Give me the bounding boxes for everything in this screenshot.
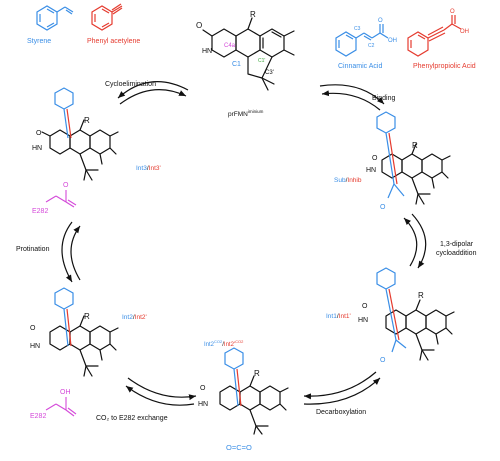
step-co2-exchange: CO₂ to E282 exchange bbox=[96, 415, 168, 422]
int1-o: O bbox=[362, 303, 368, 310]
arrow-co2-exchange bbox=[127, 377, 197, 401]
e282-o-minus: O bbox=[63, 182, 69, 189]
int3-r: R bbox=[84, 116, 90, 125]
int2-co2-r: R bbox=[254, 369, 260, 378]
int2-co2-hn: HN bbox=[198, 401, 208, 408]
phenyl-acetylene-structure bbox=[91, 3, 123, 31]
prfmn-c3p: C3' bbox=[265, 70, 274, 76]
int2-o-minus: O bbox=[30, 325, 36, 332]
int2-structure bbox=[49, 287, 119, 377]
sub-inhib-structure bbox=[376, 111, 451, 205]
sub-hn: HN bbox=[366, 167, 376, 174]
arrow-cycloelimination-reverse bbox=[119, 89, 187, 105]
arrow-binding-reverse bbox=[321, 90, 381, 111]
arrow-decarboxylation bbox=[303, 371, 377, 400]
styrene-structure bbox=[36, 5, 74, 31]
int3-o: O bbox=[36, 130, 42, 137]
e282-label-bottom: E282 bbox=[30, 413, 46, 420]
cinnamic-c2-label: C2 bbox=[368, 43, 375, 49]
sub-r: R bbox=[412, 141, 418, 150]
arrow-protination-reverse bbox=[70, 225, 81, 281]
prfmn-c4a: C4a bbox=[224, 43, 236, 49]
step-protination: Protination bbox=[16, 246, 50, 253]
cinnamic-acid-label: Cinnamic Acid bbox=[338, 63, 382, 70]
e282-acid bbox=[45, 397, 77, 417]
sub-coo-o: O bbox=[380, 204, 386, 211]
int3-label: Int3/Int3' bbox=[136, 165, 161, 172]
cinnamic-o-label: O bbox=[378, 18, 383, 24]
e282-carboxylate bbox=[45, 190, 77, 208]
prfmn-c1p: C1' bbox=[258, 58, 265, 64]
int3-hn: HN bbox=[32, 145, 42, 152]
int1-structure bbox=[376, 267, 455, 361]
arrow-protination bbox=[61, 221, 73, 283]
int1-coo-o: O bbox=[380, 357, 386, 364]
int2-co2-structure bbox=[219, 347, 289, 435]
cinnamic-oh-label: OH bbox=[388, 38, 397, 44]
cycle-arrows bbox=[61, 81, 427, 406]
co2-molecule: O=C=O bbox=[226, 443, 252, 452]
int1-r: R bbox=[418, 291, 424, 300]
prfmn-hn: HN bbox=[202, 48, 212, 55]
int2-label: Int2/Int2' bbox=[122, 314, 147, 321]
e282-label-top: E282 bbox=[32, 208, 48, 215]
phenylpropiolic-o-label: O bbox=[450, 9, 455, 15]
cinnamic-c3-label: C3 bbox=[354, 26, 361, 32]
int1-hn: HN bbox=[358, 317, 368, 324]
arrow-cycloaddition-reverse bbox=[403, 217, 418, 267]
arrow-cycloelimination bbox=[117, 81, 189, 99]
styrene-label: Styrene bbox=[27, 38, 51, 45]
int2-co2-label: Int2CO2/Int2'CO2 bbox=[204, 339, 244, 348]
int2-hn: HN bbox=[30, 343, 40, 350]
cinnamic-acid-structure bbox=[335, 24, 389, 57]
step-dipolar-line1: 1,3-dipolar bbox=[440, 241, 474, 248]
sub-o-minus: O bbox=[372, 155, 378, 162]
int2-r: R bbox=[84, 312, 90, 321]
step-binding: Binding bbox=[372, 95, 395, 102]
arrow-co2-exchange-reverse bbox=[125, 385, 195, 406]
phenylpropiolic-acid-label: Phenylpropiolic Acid bbox=[413, 63, 476, 70]
arrow-binding bbox=[319, 84, 385, 105]
prfmn-label: prFMNiminium bbox=[228, 109, 264, 118]
step-dipolar-line2: cycloaddition bbox=[436, 250, 477, 257]
step-cycloelimination: Cycloelimination bbox=[105, 81, 156, 88]
prfmn-iminium-structure bbox=[202, 17, 295, 91]
prfmn-o-minus: O bbox=[196, 21, 202, 30]
arrow-decarboxylation-reverse bbox=[303, 377, 381, 405]
int2-co2-o-minus: O bbox=[200, 385, 206, 392]
phenyl-acetylene-label: Phenyl acetylene bbox=[87, 38, 140, 45]
prfmn-c1: C1 bbox=[232, 61, 241, 68]
e282-oh: OH bbox=[60, 389, 71, 396]
arrow-cycloaddition bbox=[411, 213, 427, 269]
sub-inhib-label: Sub/Inhib bbox=[334, 177, 362, 184]
phenylpropiolic-acid-structure bbox=[407, 15, 462, 57]
phenylpropiolic-oh-label: OH bbox=[460, 29, 469, 35]
int1-label: Int1/Int1' bbox=[326, 313, 351, 320]
prfmn-r: R bbox=[250, 10, 256, 19]
step-decarboxylation: Decarboxylation bbox=[316, 409, 366, 416]
int3-structure bbox=[41, 87, 119, 181]
